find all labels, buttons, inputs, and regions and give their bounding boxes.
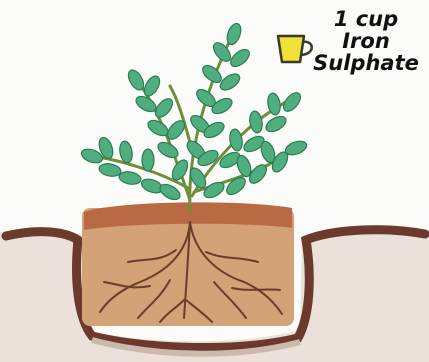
cup-icon [278,36,312,62]
leaves [80,22,309,203]
iron-sulphate-label: 1 cup Iron Sulphate [311,8,421,74]
caption-line-1: 1 cup [311,8,421,30]
plant-illustration [80,22,309,212]
root-ball [82,202,294,326]
caption-line-3: Sulphate [311,52,421,74]
caption-line-2: Iron [311,30,421,52]
